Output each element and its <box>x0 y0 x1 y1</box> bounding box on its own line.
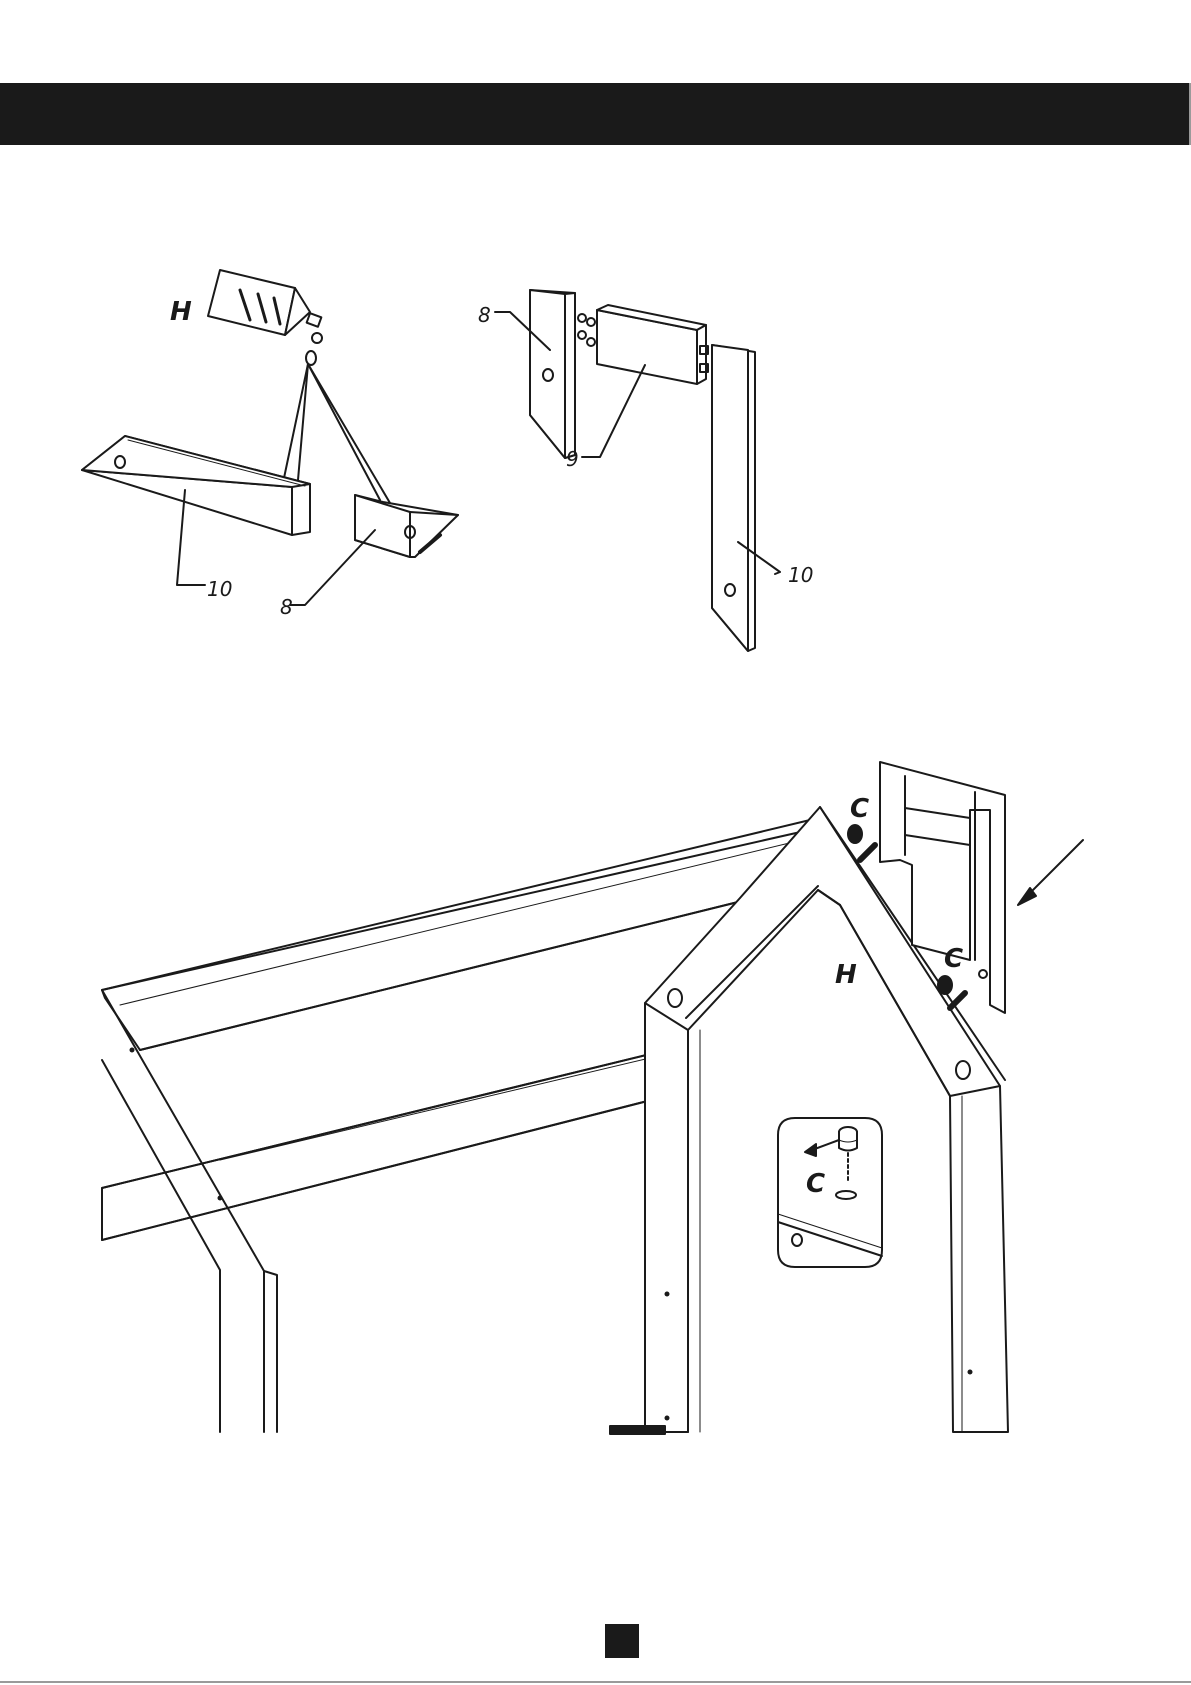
cam-lock-label-top: C <box>850 794 869 824</box>
cam-lock-label-inset: C <box>806 1169 825 1199</box>
part-9-label: 9 <box>566 447 579 471</box>
part-10-horizontal <box>82 436 310 535</box>
part-8-vertical <box>530 290 586 458</box>
cam-lock-detail-inset <box>778 1118 882 1267</box>
part-10-vertical <box>712 345 755 651</box>
part-8-label-left: 8 <box>280 595 293 619</box>
part-8-label-right: 8 <box>478 303 491 327</box>
glue-label-frame: H <box>835 960 857 990</box>
part-8-horizontal <box>355 495 458 557</box>
page-marker <box>605 1624 639 1658</box>
part-10-label-left: 10 <box>207 577 232 601</box>
glue-label: H <box>170 297 192 327</box>
glue-tube-icon <box>208 270 322 365</box>
footer-rule <box>0 1681 1191 1683</box>
insert-arrow-icon <box>1018 840 1083 905</box>
cam-lock-label-middle: C <box>944 944 963 974</box>
part-9-block <box>587 305 708 384</box>
part-10-label-right: 10 <box>788 563 813 587</box>
